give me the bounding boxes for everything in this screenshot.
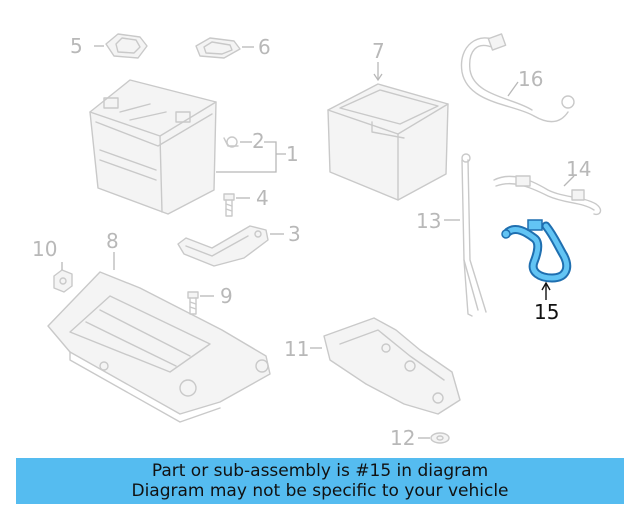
leader-16 <box>507 81 519 97</box>
part-3-bracket <box>177 225 269 267</box>
callout-5: 5 <box>70 34 83 58</box>
callout-12: 12 <box>390 426 415 450</box>
callout-1: 1 <box>286 142 299 166</box>
part-8-carrier <box>47 271 271 423</box>
part-4-bolt <box>223 193 235 217</box>
callout-8: 8 <box>106 229 119 253</box>
callout-7: 7 <box>372 39 385 63</box>
callout-14: 14 <box>566 157 591 181</box>
part-14-cable <box>493 175 602 216</box>
banner-line-2: Diagram may not be specific to your vehi… <box>131 481 509 501</box>
banner-line-1: Part or sub-assembly is #15 in diagram <box>151 461 489 481</box>
part-2-clip <box>223 136 239 148</box>
callout-2: 2 <box>252 129 265 153</box>
part-7-tray-box <box>327 83 449 201</box>
leader-14 <box>563 175 575 187</box>
part-11-cover <box>323 317 461 415</box>
leader-1 <box>216 141 286 173</box>
info-banner: Part or sub-assembly is #15 in diagram D… <box>16 458 624 504</box>
part-13-rod <box>461 153 487 317</box>
part-12-washer <box>430 432 450 444</box>
parts-diagram: 5 6 1 2 4 3 <box>32 33 602 450</box>
part-15-cable-highlighted <box>501 219 572 283</box>
callout-15: 15 <box>534 300 559 324</box>
callout-9: 9 <box>220 284 233 308</box>
callout-4: 4 <box>256 186 269 210</box>
callout-16: 16 <box>518 67 543 91</box>
part-10-nut <box>53 269 73 293</box>
part-6-pad <box>195 37 241 59</box>
callout-11: 11 <box>284 337 309 361</box>
callout-13: 13 <box>416 209 441 233</box>
part-1-battery <box>89 79 217 215</box>
callout-6: 6 <box>258 35 271 59</box>
callout-10: 10 <box>32 237 57 261</box>
part-16-cable <box>460 33 575 123</box>
part-9-bolt <box>187 291 199 315</box>
callout-3: 3 <box>288 222 301 246</box>
part-5-cover <box>105 33 148 59</box>
